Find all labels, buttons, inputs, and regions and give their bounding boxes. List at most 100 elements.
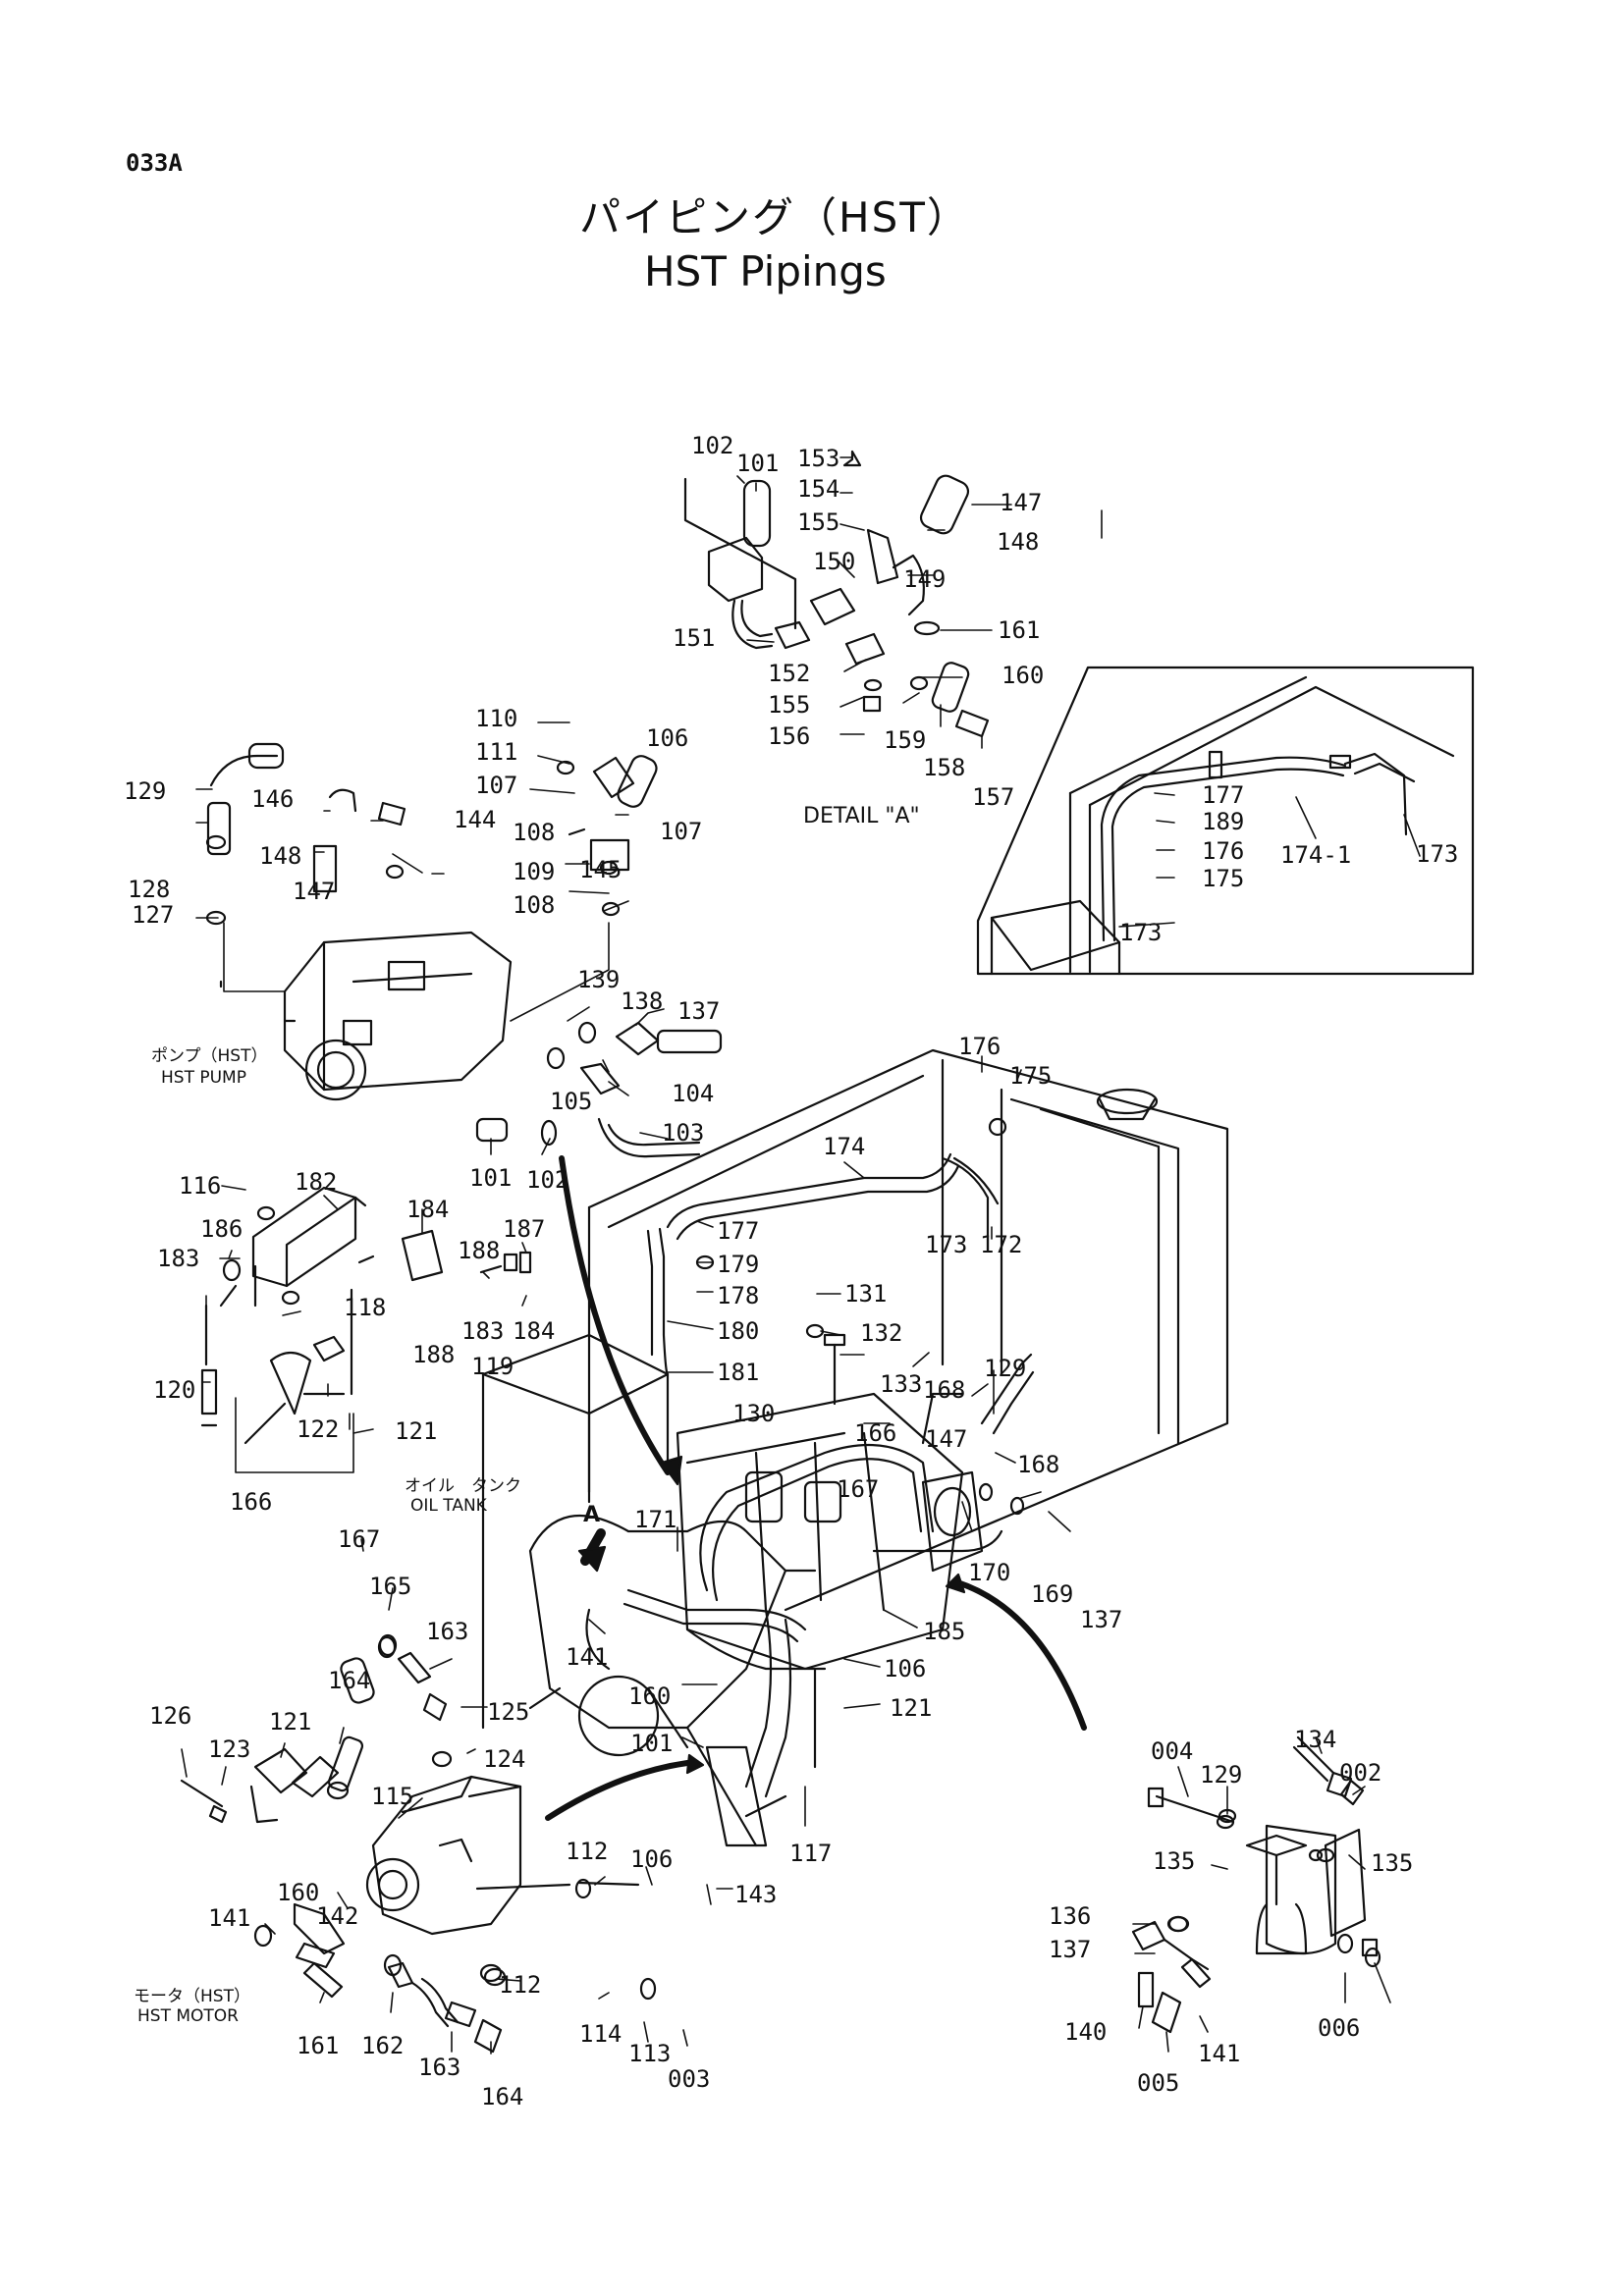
part-number-label: 135 xyxy=(1153,1847,1195,1875)
part-number-label: 128 xyxy=(128,876,170,903)
part-number-label: 155 xyxy=(797,508,839,536)
part-number-label: 182 xyxy=(295,1168,337,1196)
hst-pump-assembly xyxy=(206,742,723,1158)
part-number-label: 106 xyxy=(884,1655,926,1682)
part-number-label: 150 xyxy=(813,548,855,575)
part-number-label: 184 xyxy=(513,1317,555,1345)
part-number-label: 112 xyxy=(499,1971,541,1999)
part-number-label: 168 xyxy=(923,1376,965,1404)
part-number-label: 005 xyxy=(1137,2069,1179,2097)
part-number-label: 167 xyxy=(837,1475,879,1503)
part-number-label: 111 xyxy=(475,738,517,766)
part-number-label: 131 xyxy=(844,1280,887,1308)
part-number-label: 188 xyxy=(412,1341,455,1368)
part-number-label: 161 xyxy=(998,616,1040,644)
part-number-label: 109 xyxy=(513,858,555,885)
part-number-label: 101 xyxy=(736,450,779,477)
part-number-label: 112 xyxy=(566,1838,608,1865)
part-number-label: 140 xyxy=(1064,2018,1107,2046)
part-number-label: 177 xyxy=(1202,781,1244,809)
part-number-label: 117 xyxy=(789,1840,832,1867)
part-number-label: 172 xyxy=(980,1231,1022,1258)
part-number-label: 157 xyxy=(972,783,1014,811)
part-number-label: 162 xyxy=(361,2032,404,2059)
part-number-label: 164 xyxy=(328,1667,370,1694)
part-number-label: 187 xyxy=(503,1215,545,1243)
part-number-label: 175 xyxy=(1202,865,1244,892)
part-number-label: 108 xyxy=(513,891,555,919)
part-number-label: 155 xyxy=(768,691,810,719)
hst-motor-caption: HST MOTOR xyxy=(137,2006,239,2026)
part-number-label: 137 xyxy=(1049,1936,1091,1963)
part-number-label: 143 xyxy=(734,1881,777,1908)
part-number-label: 161 xyxy=(297,2032,339,2059)
part-number-label: 189 xyxy=(1202,808,1244,835)
part-number-label: 184 xyxy=(406,1196,449,1223)
part-number-label: 185 xyxy=(923,1618,965,1645)
part-number-label: 160 xyxy=(277,1879,319,1906)
part-number-label: 180 xyxy=(717,1317,759,1345)
part-number-label: 137 xyxy=(677,997,720,1025)
part-number-label: 133 xyxy=(880,1370,922,1398)
part-number-label: 164 xyxy=(481,2083,523,2110)
part-number-label: 115 xyxy=(371,1783,413,1810)
part-number-label: 147 xyxy=(1000,489,1042,516)
part-number-label: 105 xyxy=(550,1088,592,1115)
part-number-label: 176 xyxy=(958,1033,1001,1060)
part-number-label: 106 xyxy=(630,1845,673,1873)
part-number-label: 126 xyxy=(149,1702,191,1730)
part-number-label: 104 xyxy=(672,1080,714,1107)
part-number-label: 004 xyxy=(1151,1737,1193,1765)
part-number-label: 137 xyxy=(1080,1606,1122,1633)
page-code: 033A xyxy=(126,149,183,177)
page-title-english: HST Pipings xyxy=(644,247,887,295)
part-number-label: 163 xyxy=(418,2054,460,2081)
machine-frame-and-oil-tank xyxy=(481,1048,1229,1847)
part-number-label: 146 xyxy=(251,785,294,813)
part-number-label: 166 xyxy=(854,1419,896,1447)
hst-motor-caption-japanese: モータ（HST） xyxy=(134,1987,250,2006)
part-number-label: 116 xyxy=(179,1172,221,1200)
part-number-label: 118 xyxy=(344,1294,386,1321)
part-number-label: 121 xyxy=(395,1417,437,1445)
part-number-label: 124 xyxy=(483,1745,525,1773)
part-number-label: 141 xyxy=(208,1904,250,1932)
part-number-label: 159 xyxy=(884,726,926,754)
view-a-marker: A xyxy=(583,1503,601,1527)
part-number-label: 173 xyxy=(1416,840,1458,868)
part-number-label: 171 xyxy=(634,1506,677,1533)
part-number-label: 156 xyxy=(768,722,810,750)
part-number-label: 168 xyxy=(1017,1451,1059,1478)
part-number-label: 141 xyxy=(566,1643,608,1671)
part-number-label: 149 xyxy=(903,565,946,593)
part-number-label: 125 xyxy=(487,1698,529,1726)
part-number-label: 177 xyxy=(717,1217,759,1245)
part-number-label: 101 xyxy=(469,1164,512,1192)
part-number-label: 129 xyxy=(984,1355,1026,1382)
washers-and-orings xyxy=(205,760,1381,2001)
part-number-label: 174 xyxy=(823,1133,865,1160)
assembly-arrows xyxy=(545,1155,1087,1821)
part-number-label: 160 xyxy=(628,1682,671,1710)
part-number-label: 166 xyxy=(230,1488,272,1516)
leader-lines xyxy=(181,456,1421,2055)
part-number-label: 120 xyxy=(153,1376,195,1404)
part-number-label: 130 xyxy=(732,1400,775,1427)
part-number-label: 113 xyxy=(628,2040,671,2067)
part-number-label: 121 xyxy=(890,1694,932,1722)
part-number-label: 144 xyxy=(454,806,496,833)
part-number-label: 181 xyxy=(717,1359,759,1386)
part-number-label: 132 xyxy=(860,1319,902,1347)
part-number-label: 006 xyxy=(1318,2014,1360,2042)
detail-a-inset xyxy=(976,666,1475,976)
part-number-label: 167 xyxy=(338,1525,380,1553)
part-number-label: 188 xyxy=(458,1237,500,1264)
part-number-label: 178 xyxy=(717,1282,759,1309)
part-number-label: 175 xyxy=(1009,1062,1052,1090)
part-number-label: 151 xyxy=(673,624,715,652)
part-number-label: 135 xyxy=(1371,1849,1413,1877)
part-number-label: 106 xyxy=(646,724,688,752)
main-piping xyxy=(623,1152,1035,1798)
